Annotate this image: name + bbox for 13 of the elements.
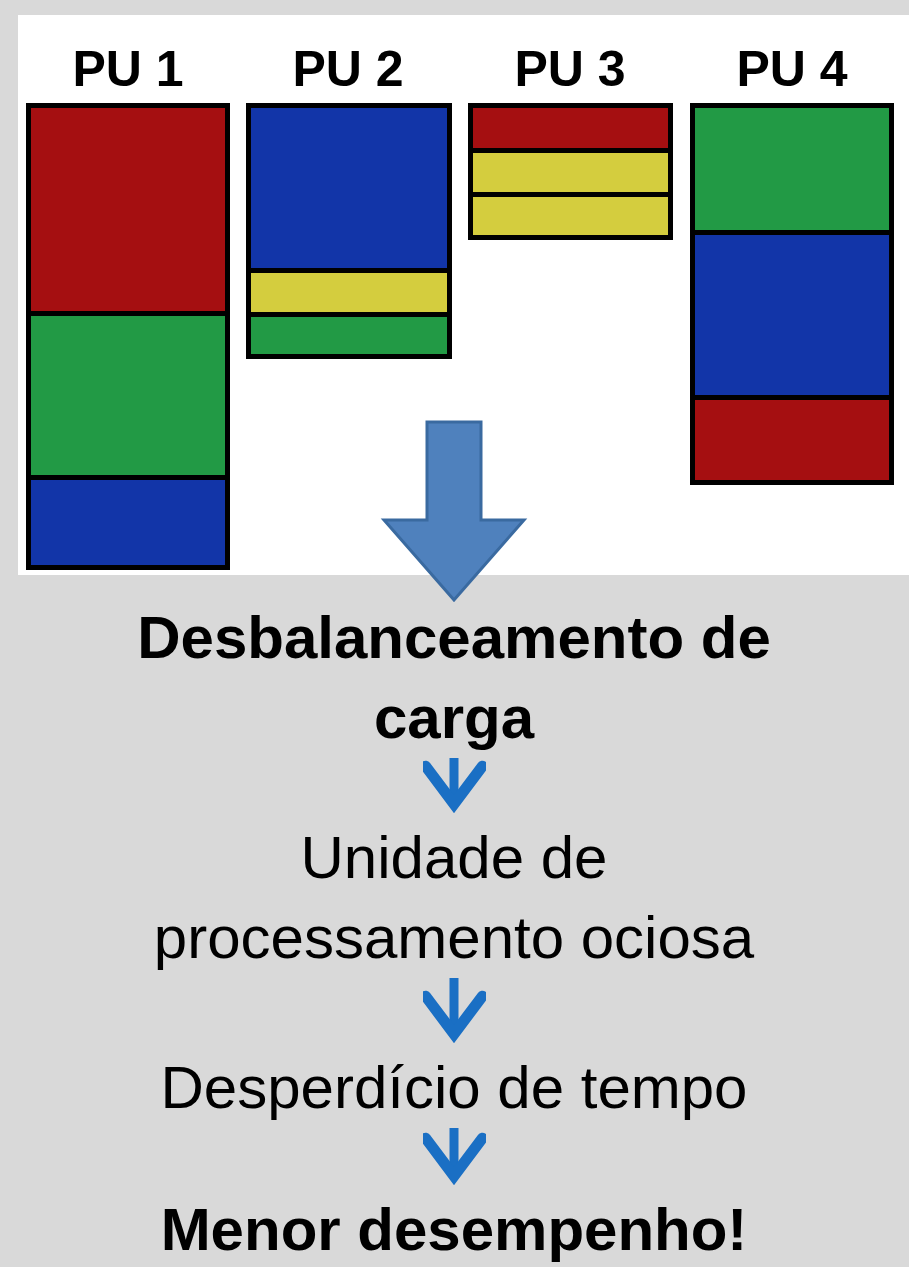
chart-panel: [18, 15, 909, 575]
column-header: PU 3: [514, 40, 626, 99]
heading-text: Menor desempenho!: [34, 1190, 874, 1266]
column-header: PU 1: [72, 40, 184, 99]
column-header: PU 2: [292, 40, 404, 99]
column-header: PU 4: [736, 40, 848, 99]
arrow: [420, 978, 488, 1040]
heading-text: Desbalanceamento de carga: [94, 598, 814, 758]
arrow: [420, 758, 488, 810]
arrow: [420, 1128, 488, 1182]
flow-text: Desperdício de tempo: [34, 1048, 874, 1128]
block-arrow: [380, 420, 528, 603]
flow-text: Unidade de processamento ociosa: [114, 818, 794, 978]
